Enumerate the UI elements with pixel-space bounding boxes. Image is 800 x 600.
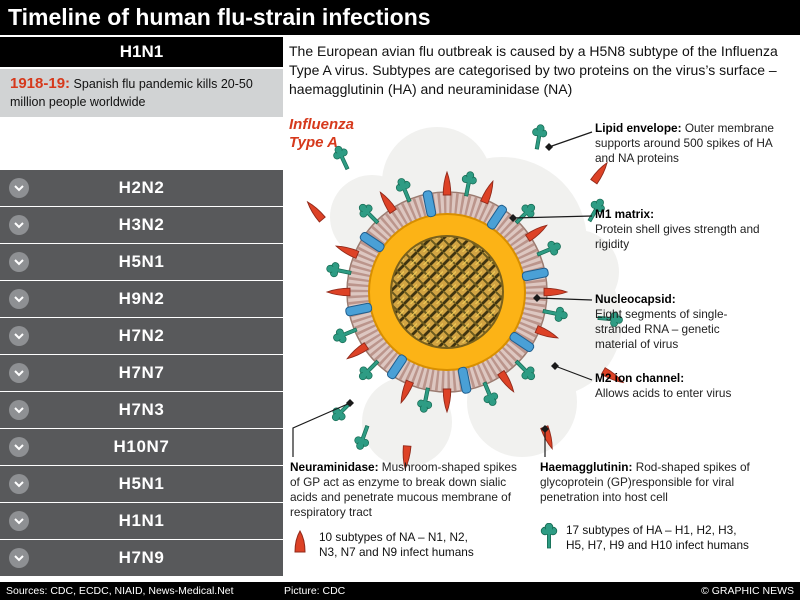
intro-paragraph: The European avian flu outbreak is cause… bbox=[289, 43, 778, 98]
footer-copyright: © GRAPHIC NEWS bbox=[701, 585, 794, 597]
annotation-text: Rod-shaped spikes of glycoprotein (GP)re… bbox=[540, 460, 750, 505]
sidebar-item-h5n1[interactable]: H5N1 bbox=[0, 244, 283, 280]
sidebar-item-h7n3[interactable]: H7N3 bbox=[0, 392, 283, 428]
active-strain-info: 1918-19: Spanish flu pandemic kills 20-5… bbox=[0, 69, 283, 118]
chevron-down-icon bbox=[9, 437, 29, 457]
annotation-title: Neuraminidase: bbox=[290, 460, 379, 474]
sidebar-item-h7n7[interactable]: H7N7 bbox=[0, 355, 283, 391]
pandemic-period: 1918-19: bbox=[10, 75, 71, 92]
chevron-down-icon bbox=[9, 215, 29, 235]
header-bar: Timeline of human flu-strain infections bbox=[0, 0, 800, 35]
chevron-down-icon bbox=[9, 363, 29, 383]
annotation-title: M1 matrix: bbox=[595, 207, 655, 221]
strain-label: H2N2 bbox=[118, 178, 165, 197]
sidebar-item-h9n2[interactable]: H9N2 bbox=[0, 281, 283, 317]
strain-label: H7N3 bbox=[118, 400, 165, 419]
annotation-text: Eight segments of single-stranded RNA – … bbox=[595, 307, 728, 352]
legend-ha-subtypes: 17 subtypes of HA – H1, H2, H3, H5, H7, … bbox=[540, 522, 752, 553]
annotation-text: Allows acids to enter virus bbox=[595, 386, 732, 401]
sidebar-item-h1n1-active[interactable]: H1N1 bbox=[0, 37, 283, 67]
chevron-down-icon bbox=[9, 326, 29, 346]
sidebar-item-h3n2[interactable]: H3N2 bbox=[0, 207, 283, 243]
legend-text: 10 subtypes of NA – N1, N2, N3, N7 and N… bbox=[319, 530, 474, 560]
chevron-down-icon bbox=[9, 289, 29, 309]
strain-label: H10N7 bbox=[113, 437, 170, 456]
ha-spike-icon bbox=[540, 522, 558, 553]
legend-na-subtypes: 10 subtypes of NA – N1, N2, N3, N7 and N… bbox=[293, 530, 483, 560]
strain-label: H7N7 bbox=[118, 363, 165, 382]
annotation-nucleocapsid: Nucleocapsid: Eight segments of single-s… bbox=[595, 292, 763, 352]
strain-label: H5N1 bbox=[118, 252, 165, 271]
annotation-neuraminidase: Neuraminidase: Mushroom-shaped spikes of… bbox=[290, 460, 528, 520]
chevron-down-icon bbox=[9, 511, 29, 531]
annotation-title: Haemagglutinin: bbox=[540, 460, 633, 474]
strain-label: H3N2 bbox=[118, 215, 165, 234]
sidebar-item-h2n2[interactable]: H2N2 bbox=[0, 170, 283, 206]
influenza-virus-diagram bbox=[304, 123, 626, 470]
strain-label: H5N1 bbox=[118, 474, 165, 493]
nucleocapsid-core bbox=[390, 235, 504, 349]
chevron-down-icon bbox=[9, 178, 29, 198]
annotation-lipid-envelope: Lipid envelope: Outer membrane supports … bbox=[595, 121, 780, 166]
sidebar-item-h7n9[interactable]: H7N9 bbox=[0, 540, 283, 576]
annotation-m1-matrix: M1 matrix: Protein shell gives strength … bbox=[595, 207, 780, 252]
chevron-down-icon bbox=[9, 252, 29, 272]
annotation-text: Mushroom-shaped spikes of GP act as enzy… bbox=[290, 460, 517, 520]
sidebar-item-h5n1[interactable]: H5N1 bbox=[0, 466, 283, 502]
chevron-down-icon bbox=[9, 400, 29, 420]
legend-text: 17 subtypes of HA – H1, H2, H3, H5, H7, … bbox=[566, 523, 749, 553]
strain-label: H7N2 bbox=[118, 326, 165, 345]
annotation-text: Outer membrane supports around 500 spike… bbox=[595, 121, 774, 166]
strain-label: H7N9 bbox=[118, 548, 165, 567]
chevron-down-icon bbox=[9, 474, 29, 494]
active-strain-label: H1N1 bbox=[119, 42, 164, 61]
page-title: Timeline of human flu-strain infections bbox=[8, 4, 431, 30]
na-spike-icon bbox=[293, 530, 311, 560]
sidebar-item-h7n2[interactable]: H7N2 bbox=[0, 318, 283, 354]
chevron-down-icon bbox=[9, 548, 29, 568]
annotation-title: Lipid envelope: bbox=[595, 121, 682, 135]
strain-label: H9N2 bbox=[118, 289, 165, 308]
pandemic-description: Spanish flu pandemic kills 20-50 million… bbox=[10, 77, 253, 109]
sidebar-item-h1n1[interactable]: H1N1 bbox=[0, 503, 283, 539]
annotation-text: Protein shell gives strength and rigidit… bbox=[595, 222, 760, 252]
footer-sources: Sources: CDC, ECDC, NIAID, News-Medical.… bbox=[6, 585, 234, 597]
footer-picture-credit: Picture: CDC bbox=[284, 585, 346, 597]
sidebar-item-h10n7[interactable]: H10N7 bbox=[0, 429, 283, 465]
footer-bar: Sources: CDC, ECDC, NIAID, News-Medical.… bbox=[0, 582, 800, 600]
annotation-title: M2 ion channel: bbox=[595, 371, 685, 385]
annotation-title: Nucleocapsid: bbox=[595, 292, 676, 306]
annotation-haemagglutinin: Haemagglutinin: Rod-shaped spikes of gly… bbox=[540, 460, 795, 505]
strain-label: H1N1 bbox=[118, 511, 165, 530]
virus-type-label: Influenza Type A bbox=[289, 116, 355, 151]
annotation-m2-ion-channel: M2 ion channel: Allows acids to enter vi… bbox=[595, 371, 780, 401]
